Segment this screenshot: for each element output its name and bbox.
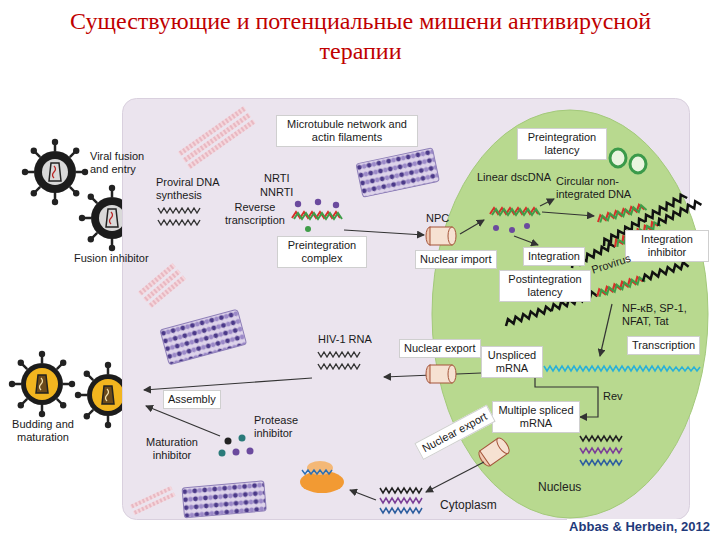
node-text: Preintegration complex — [282, 239, 362, 265]
process-box: Preintegration complex — [277, 236, 367, 268]
process-box: Unspliced mRNA — [481, 346, 543, 378]
process-box: Nuclear export — [414, 405, 495, 460]
cell-outline — [122, 98, 690, 520]
process-box: Nuclear export — [399, 339, 481, 358]
cell-region: Cytoplasm Microtubule network and actin f… — [122, 98, 690, 520]
annotation-label: Budding and maturation — [6, 418, 80, 444]
node-text: Integration — [528, 250, 580, 263]
process-box: Nuclear import — [415, 250, 497, 269]
process-box: Integration — [523, 247, 585, 266]
nuclear-pore — [426, 227, 456, 245]
annotation-label: Maturation inhibitor — [140, 436, 204, 462]
annotation-label: Circular non-integrated DNA — [556, 175, 646, 201]
process-box: Microtubule network and actin filaments — [276, 115, 418, 147]
node-text: Microtubule network and actin filaments — [281, 118, 413, 144]
virus-icon — [9, 351, 75, 417]
node-text: Nuclear export — [420, 410, 489, 455]
annotation-label: NRTI — [264, 172, 289, 185]
annotation-label: Reverse transcription — [220, 201, 290, 227]
process-box: Preintegration latency — [517, 128, 607, 160]
node-text: Multiple spliced mRNA — [497, 404, 575, 430]
process-box: Assembly — [163, 390, 221, 409]
nuclear-pore — [426, 365, 456, 383]
virus-icon — [22, 139, 88, 205]
node-text: Nuclear import — [420, 253, 492, 266]
node-text: Unspliced mRNA — [486, 349, 538, 375]
annotation-label: NF-κB, SP-1, NFAT, Tat — [622, 302, 706, 328]
microtubule-bundle — [182, 481, 266, 518]
nucleus-body — [432, 110, 708, 518]
node-text: Nucleus — [538, 480, 581, 494]
annotation-label: Linear dscDNA — [477, 171, 551, 184]
process-box: Postintegration latency — [499, 270, 591, 302]
annotation-label: HIV-1 RNA — [318, 333, 372, 346]
annotation-label: Proviral DNA synthesis — [156, 176, 228, 202]
annotation-label: Protease inhibitor — [254, 414, 308, 440]
annotation-label: NPC — [426, 212, 449, 225]
process-box: Transcription — [627, 336, 700, 355]
annotation-label: NNRTI — [260, 186, 293, 199]
process-box: Integration inhibitor — [625, 230, 709, 262]
node-text: Preintegration latency — [522, 131, 602, 157]
node-text: Assembly — [168, 393, 216, 406]
caption-text: Abbas & Herbein, 2012 — [567, 519, 712, 535]
node-text: Transcription — [632, 339, 695, 352]
process-box: Multiple spliced mRNA — [492, 401, 580, 433]
edge-label: Rev — [603, 390, 623, 403]
node-text: Postintegration latency — [504, 273, 586, 299]
node-text: Nuclear export — [404, 342, 476, 355]
node-text: Cytoplasm — [440, 498, 497, 512]
annotation-label: Fusion inhibitor — [74, 252, 149, 265]
node-text: Integration inhibitor — [630, 233, 704, 259]
annotation-label: Viral fusion and entry — [90, 150, 154, 176]
title-text: Существующие и потенциальные мишени анти… — [59, 6, 662, 66]
